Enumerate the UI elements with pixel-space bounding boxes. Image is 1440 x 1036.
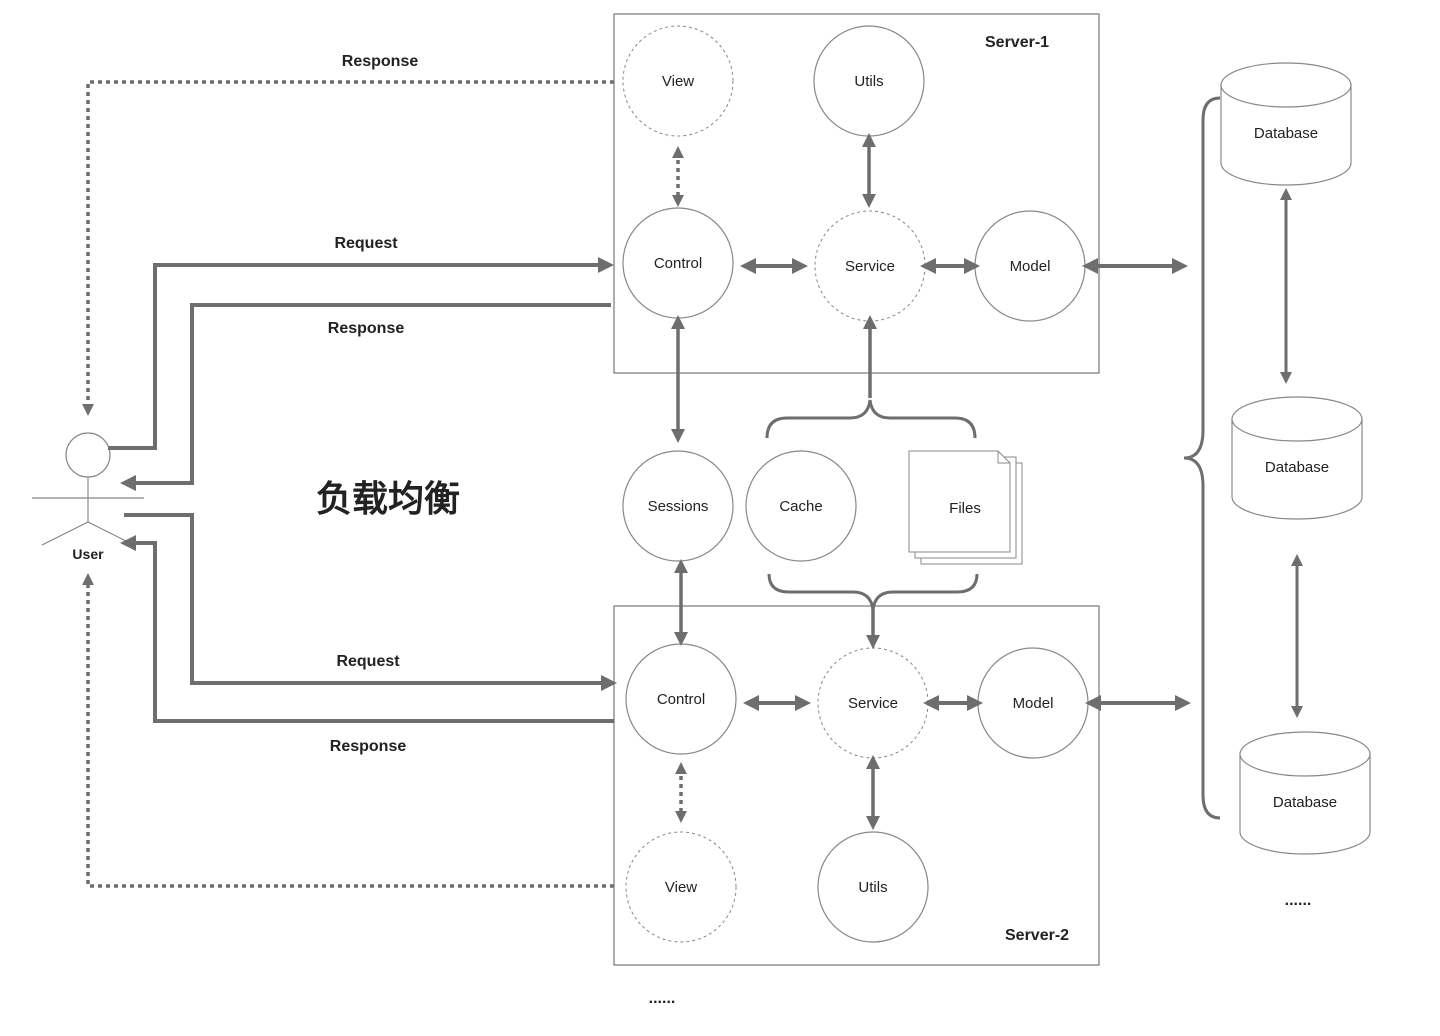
server-2-box	[613, 605, 1100, 966]
database-3-icon	[1239, 731, 1371, 855]
server-1-dotted-response-line	[82, 80, 614, 416]
server-1-title: Server-1	[985, 34, 1049, 51]
server-2-control-label: Control	[657, 691, 705, 708]
top-response-label: Response	[342, 53, 419, 70]
server-1: Server-1 View Utils Control Service Mode…	[613, 13, 1100, 374]
server-1-service-label: Service	[845, 258, 895, 275]
load-balance-title: 负载均衡	[316, 479, 460, 520]
sessions-label: Sessions	[648, 498, 709, 515]
server-2-response-label: Response	[330, 738, 407, 755]
server-2-request-label: Request	[336, 653, 400, 670]
files-stack-icon	[908, 450, 1023, 565]
top-shared-brace	[765, 399, 977, 439]
server-1-response-label: Response	[328, 320, 405, 337]
server-1-request-line	[108, 257, 614, 450]
user-label: User	[72, 546, 104, 562]
server-1-view-node	[622, 25, 734, 137]
database-1-label: Database	[1254, 125, 1318, 142]
more-servers-ellipsis: ......	[649, 990, 676, 1007]
server-1-box	[613, 13, 1100, 374]
database-brace	[1183, 96, 1221, 820]
server-1-view-label: View	[662, 73, 694, 90]
files-label: Files	[949, 500, 981, 517]
server-2-title: Server-2	[1005, 927, 1069, 944]
cache-node	[745, 450, 857, 562]
database-cluster: Database Database Database ......	[1183, 62, 1371, 909]
server-1-request-label: Request	[334, 235, 398, 252]
server-1-response-line	[120, 303, 611, 491]
bottom-shared-brace	[767, 573, 979, 611]
server-2-view-node	[625, 831, 737, 943]
shared-resources: Sessions Cache Files	[622, 315, 1023, 649]
server-2-utils-node	[817, 831, 929, 943]
database-1-icon	[1220, 62, 1352, 186]
server-2-utils-label: Utils	[858, 879, 887, 896]
server-2-service-label: Service	[848, 695, 898, 712]
cache-label: Cache	[779, 498, 822, 515]
database-2-icon	[1231, 396, 1363, 520]
server-2: Server-2 Control Service Model View Util…	[613, 605, 1100, 966]
database-2-label: Database	[1265, 459, 1329, 476]
server-2-dotted-response-line	[82, 573, 614, 888]
server-2-view-label: View	[665, 879, 697, 896]
server-1-utils-label: Utils	[854, 73, 883, 90]
server-2-request-line	[124, 513, 617, 691]
server-1-control-label: Control	[654, 255, 702, 272]
more-databases-ellipsis: ......	[1285, 892, 1312, 909]
server-2-response-line	[120, 535, 614, 723]
server-1-model-label: Model	[1010, 258, 1051, 275]
server-2-model-label: Model	[1013, 695, 1054, 712]
database-3-label: Database	[1273, 794, 1337, 811]
